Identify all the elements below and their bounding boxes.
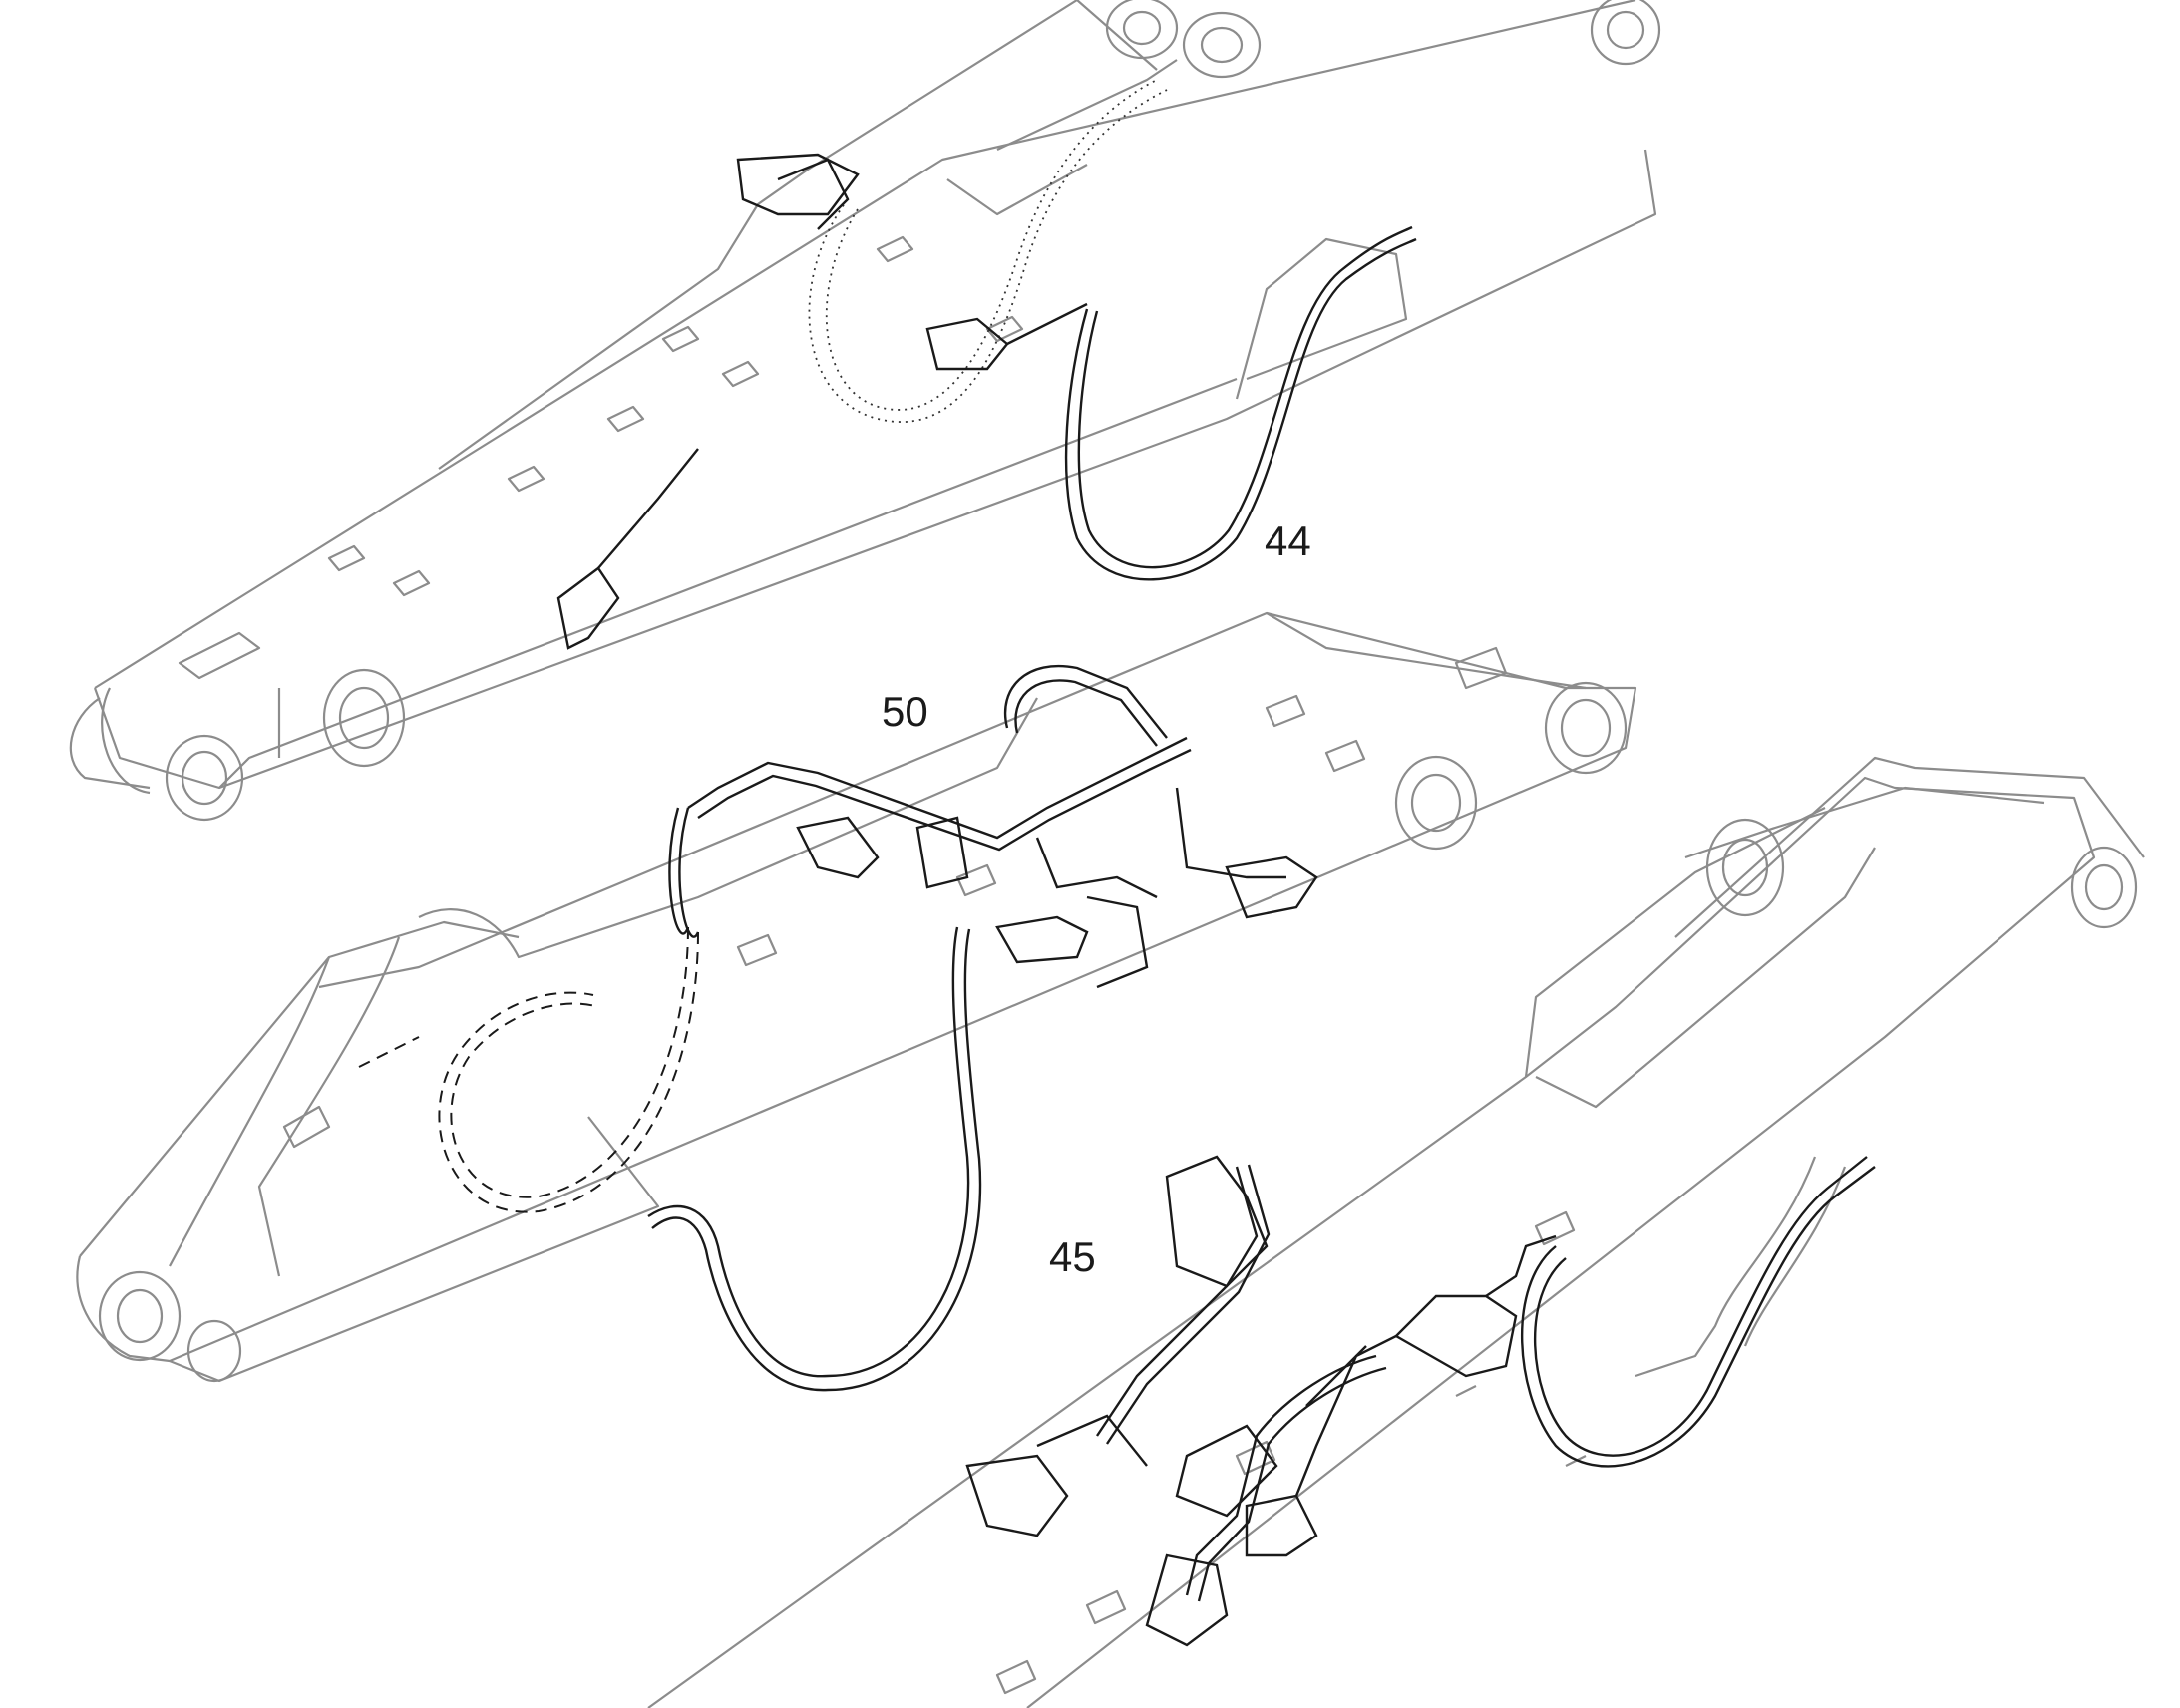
lower-boom-arm: [647, 756, 2145, 1708]
middle-boom-arm: [76, 611, 1637, 1383]
callout-44: 44: [1265, 517, 1311, 564]
hose-50: [647, 664, 1318, 1392]
upper-hidden-hose-route: [808, 79, 1168, 423]
upper-boom-arm: [69, 0, 1661, 822]
hose-45: [965, 1155, 1876, 1647]
hose-44: [556, 153, 1417, 650]
callout-45: 45: [1049, 1233, 1096, 1280]
middle-hidden-hose-route: [358, 926, 699, 1213]
callout-50: 50: [882, 688, 928, 735]
